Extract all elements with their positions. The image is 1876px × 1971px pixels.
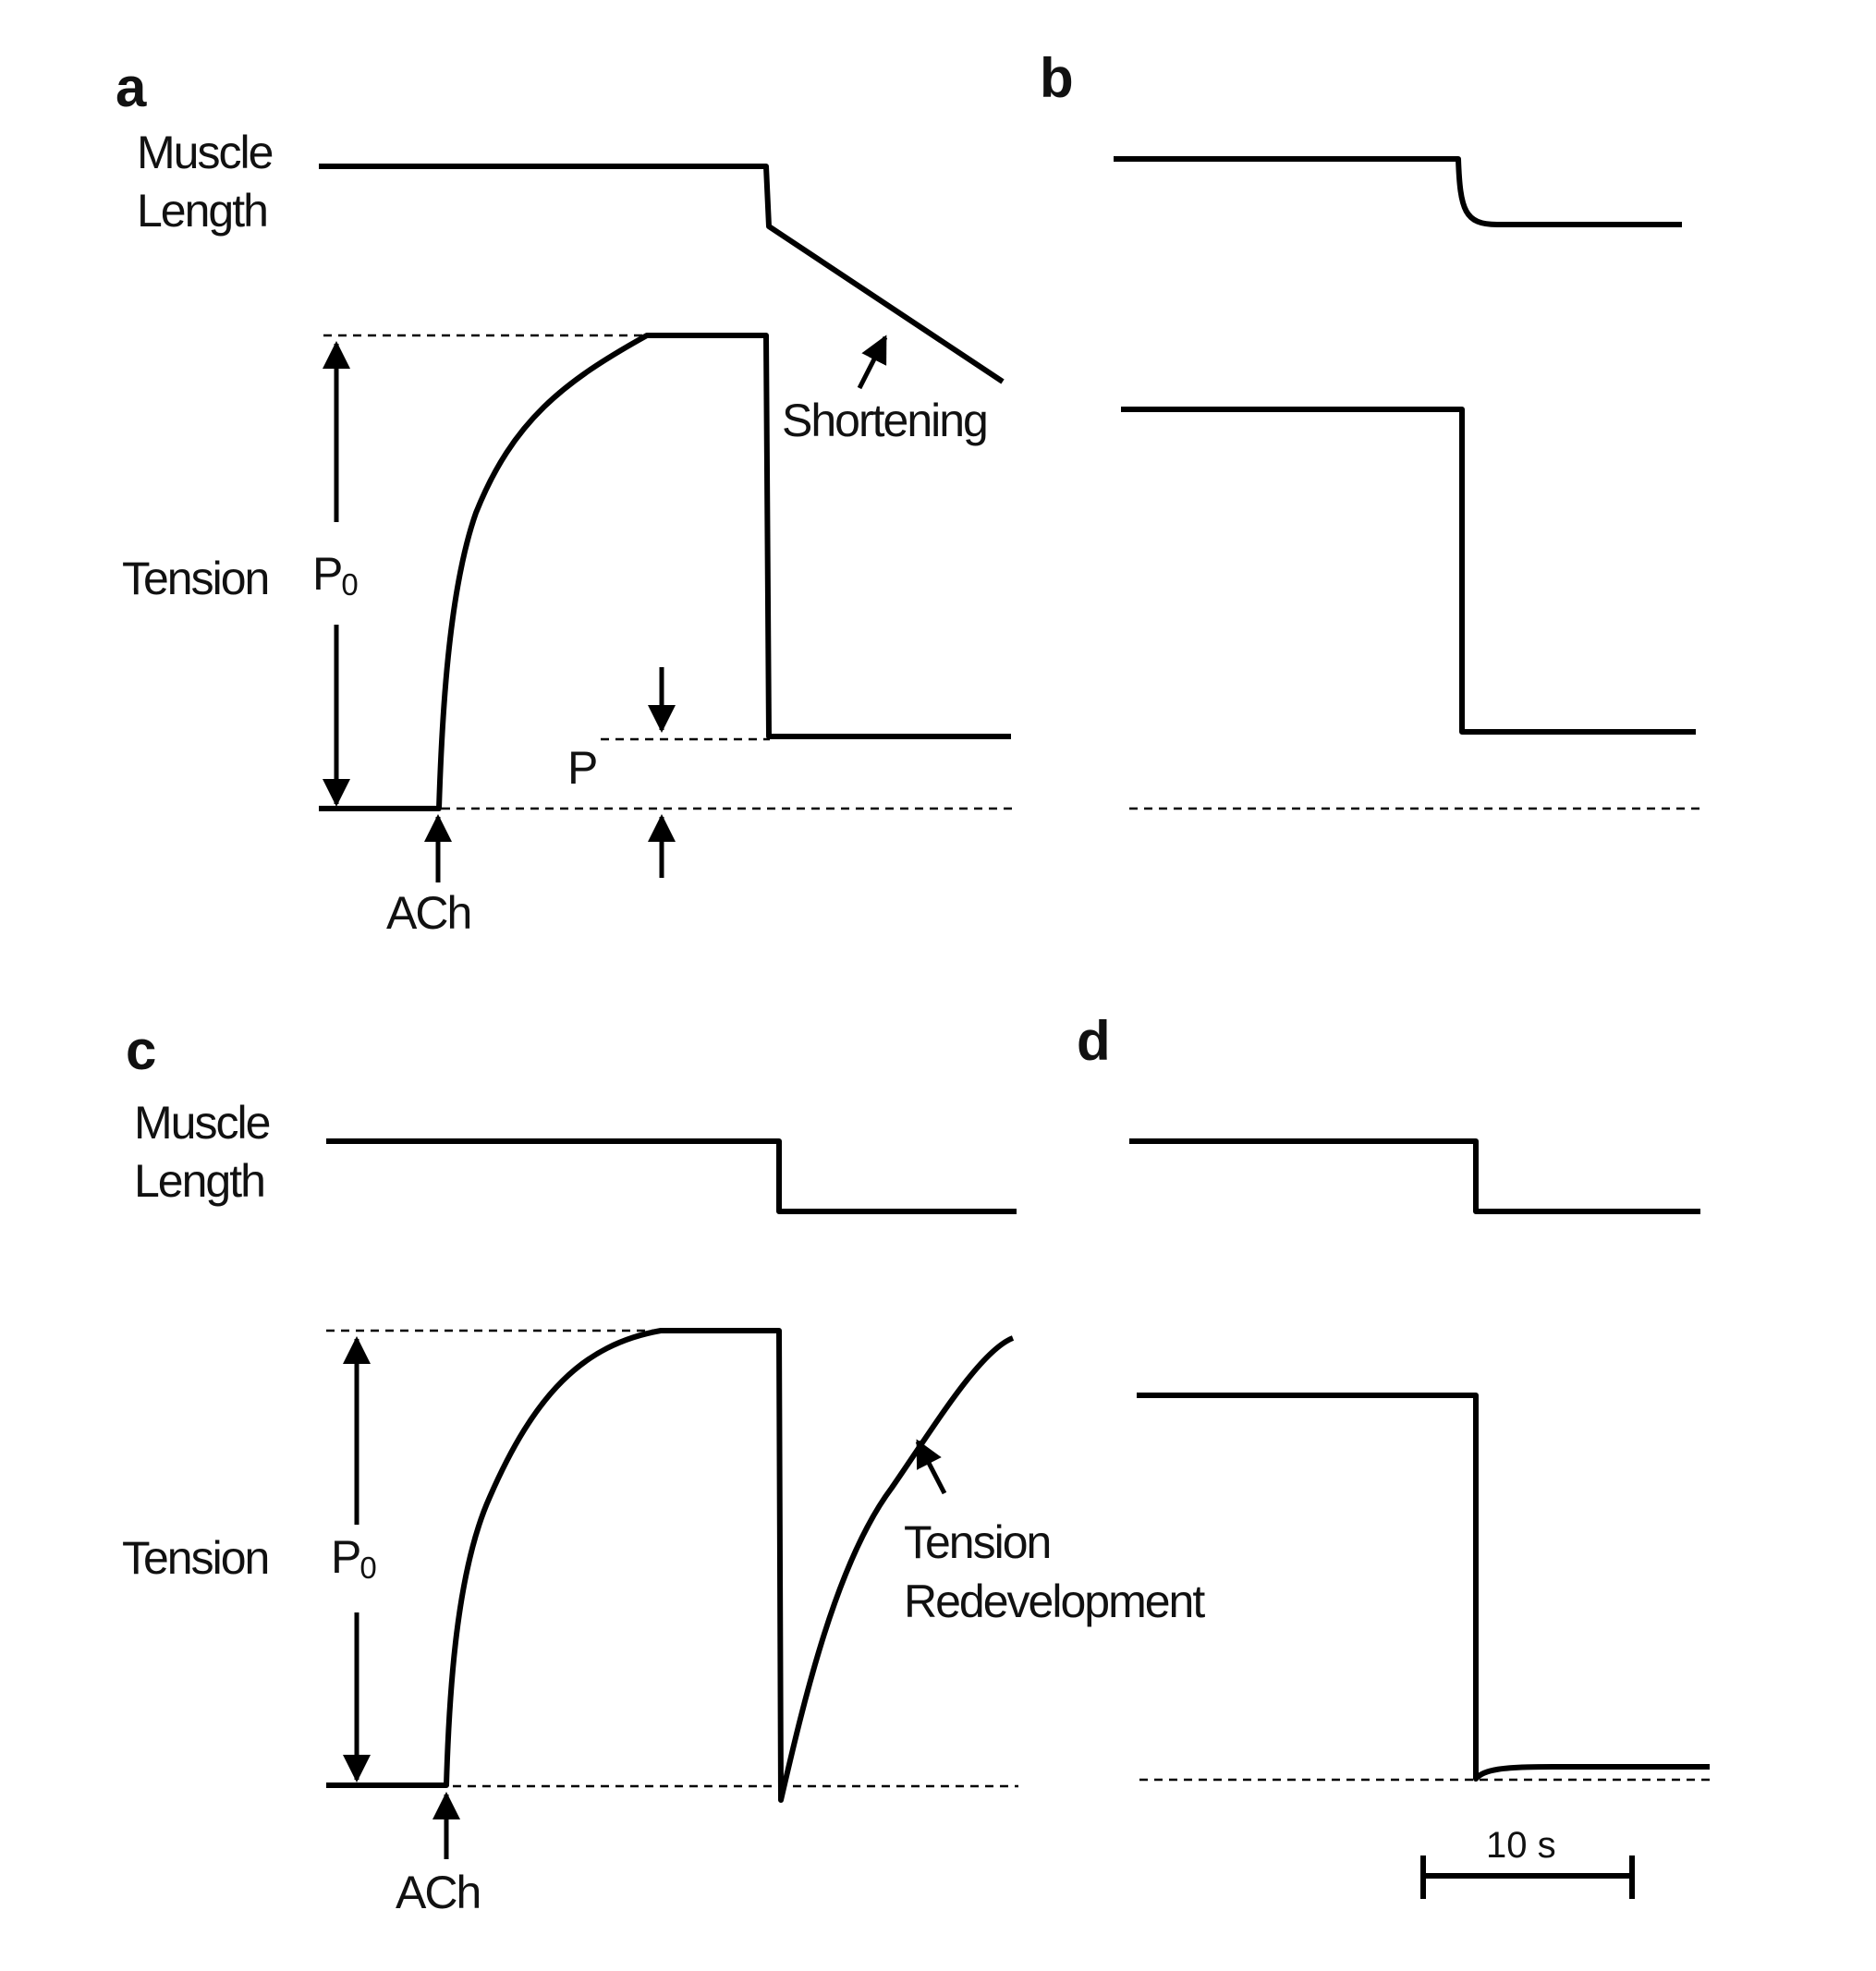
panel-a-length-label-line2: Length [137, 185, 267, 237]
panel-c-tension-trace [326, 1328, 1015, 1803]
panel-c-letter: c [126, 1019, 156, 1081]
redevelopment-label-line2: Redevelopment [904, 1576, 1205, 1627]
redevelopment-label-line1: Tension [904, 1516, 1050, 1568]
panel-b-length-trace [1114, 156, 1682, 227]
panel-c-p0-label: P0 [331, 1531, 376, 1585]
panel-b: b [1040, 47, 1703, 810]
shortening-arrow [857, 335, 888, 390]
panel-c-ach-label: ACh [396, 1867, 480, 1918]
scale-bar-label: 10 s [1486, 1825, 1556, 1866]
redevelopment-arrow [915, 1439, 947, 1495]
panel-c-length-label-line1: Muscle [134, 1097, 270, 1149]
panel-b-tension-trace [1121, 407, 1696, 735]
panel-a-tension-trace [319, 333, 1011, 811]
panel-c: c Muscle Length Tension Redevelopment Te… [122, 1019, 1207, 1918]
time-scale-bar: 10 s [1420, 1825, 1635, 1899]
panel-d: d 10 s [1077, 1010, 1714, 1899]
panel-a-p0-label: P0 [312, 548, 358, 602]
panel-a-ach-label: ACh [386, 887, 470, 939]
panel-a: a Muscle Length Shortening Tension P0 P … [116, 56, 1014, 939]
panel-a-p-label: P [567, 742, 596, 794]
panel-c-length-label-line2: Length [134, 1155, 264, 1207]
panel-c-length-trace [326, 1138, 1017, 1214]
panel-d-tension-trace [1137, 1393, 1710, 1782]
panel-b-letter: b [1040, 47, 1074, 109]
panel-a-letter: a [116, 56, 147, 118]
panel-a-length-trace [319, 164, 1005, 384]
panel-a-tension-label: Tension [122, 553, 268, 604]
panel-c-tension-label: Tension [122, 1532, 268, 1584]
panel-d-length-trace [1129, 1138, 1700, 1214]
shortening-label: Shortening [782, 395, 987, 446]
panel-d-letter: d [1077, 1010, 1111, 1072]
panel-a-length-label-line1: Muscle [137, 127, 273, 178]
